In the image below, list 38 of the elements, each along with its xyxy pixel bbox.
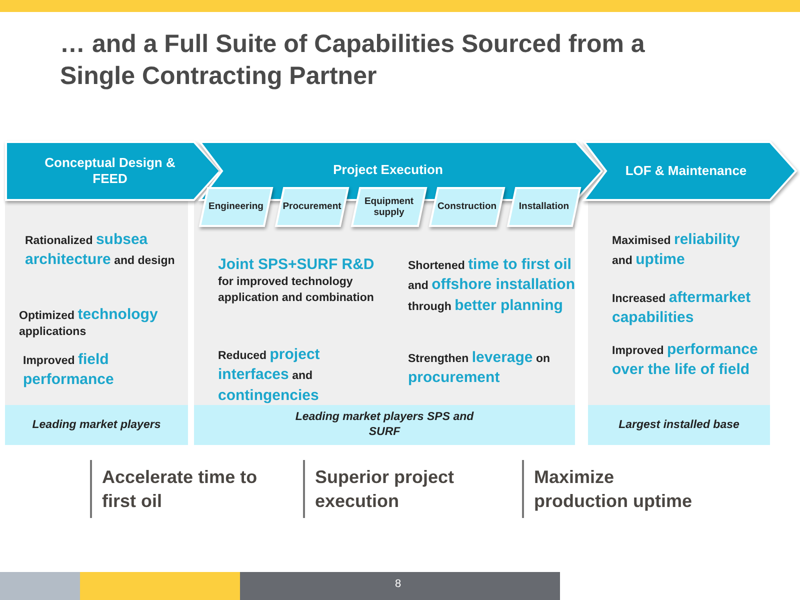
benefit-text: Optimized technology applications <box>19 305 159 340</box>
benefit-text: Rationalized subsea architecture and design <box>25 230 175 270</box>
phase-label: Project Execution <box>333 162 443 178</box>
phase-label: LOF & Maintenance <box>625 163 747 179</box>
benefit-text: Shortened time to first oil and offshore installation through better planning <box>408 255 576 316</box>
column-panel <box>588 200 770 445</box>
phase-chevron <box>584 142 796 200</box>
footer-text: Largest installed base <box>618 418 740 432</box>
footer-band <box>5 405 188 445</box>
column-panel <box>5 200 188 445</box>
step-parallelogram <box>352 188 426 226</box>
benefit-text: Increased aftermarket capabilities <box>612 288 752 328</box>
benefit-text: Improved performance over the life of field <box>612 340 759 380</box>
step-parallelogram <box>200 188 272 226</box>
phase-label: Conceptual Design & FEED <box>44 155 176 187</box>
outcome-text: Superior project execution <box>303 460 480 518</box>
page-number: 8 <box>395 578 402 590</box>
outcome-text: Maximize production uptime <box>522 460 699 518</box>
step-label: Engineering <box>208 201 264 213</box>
step-label: Construction <box>437 201 497 213</box>
footer-band <box>194 405 575 445</box>
step-label: Equipment supply <box>363 196 415 218</box>
step-label: Installation <box>518 201 570 213</box>
slide-title: … and a Full Suite of Capabilities Sourced from a Single Contracting Partner <box>60 29 646 92</box>
step-label: Procurement <box>282 201 342 213</box>
benefit-text: Strengthen leverage on procurement <box>408 348 552 388</box>
benefit-text: Joint SPS+SURF R&D for improved technology application and combination <box>218 255 376 306</box>
footer-text: Leading market players <box>31 418 162 432</box>
step-parallelogram <box>276 188 348 226</box>
benefit-text: Improved field performance <box>23 350 115 390</box>
outcome-text: Accelerate time to first oil <box>90 460 267 518</box>
phase-chevron <box>6 142 220 200</box>
footer-band <box>588 405 770 445</box>
benefit-text: Maximised reliability and uptime <box>612 230 741 270</box>
step-parallelogram <box>508 188 580 226</box>
footer-text: Leading market players SPS and SURF <box>294 410 475 440</box>
benefit-text: Reduced project interfaces and contingencies <box>218 345 321 406</box>
step-parallelogram <box>430 188 504 226</box>
